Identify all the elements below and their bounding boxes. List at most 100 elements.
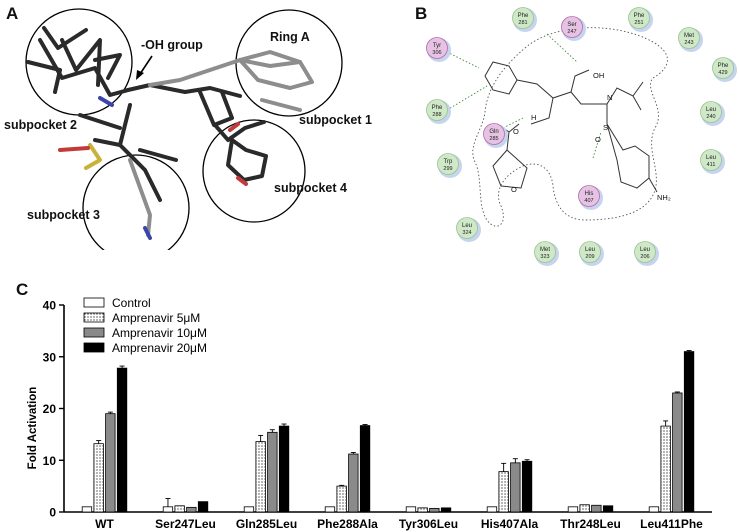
residue-his-407: His407 bbox=[578, 185, 603, 210]
bar-leu411phe-series-2 bbox=[672, 392, 683, 513]
svg-text:Gln: Gln bbox=[489, 129, 498, 135]
svg-text:Leu: Leu bbox=[640, 247, 650, 253]
bar-leu411phe-series-3 bbox=[683, 351, 695, 513]
atom-h: H bbox=[531, 113, 536, 122]
subpocket3-circle bbox=[82, 154, 190, 250]
svg-text:Met: Met bbox=[540, 247, 550, 253]
subpocket4-label: subpocket 4 bbox=[274, 181, 347, 195]
bar-his407ala-series-2 bbox=[510, 462, 521, 513]
svg-text:Tyr: Tyr bbox=[433, 43, 441, 49]
bar-wt-series-1 bbox=[93, 443, 104, 513]
svg-text:281: 281 bbox=[518, 20, 527, 26]
bar-ser247leu-series-2 bbox=[186, 506, 197, 513]
subpocket2-label: subpocket 2 bbox=[4, 118, 77, 132]
bar-ser247leu-series-0 bbox=[162, 506, 174, 513]
svg-text:240: 240 bbox=[706, 114, 715, 120]
svg-text:429: 429 bbox=[718, 70, 727, 76]
svg-text:251: 251 bbox=[634, 20, 643, 26]
residue-gln-285: Gln285 bbox=[483, 123, 508, 148]
panel-a: A bbox=[0, 0, 400, 250]
bar-gln285leu-series-0 bbox=[243, 506, 255, 513]
residue-tyr-306: Tyr306 bbox=[426, 37, 451, 62]
bar-wt-series-2 bbox=[105, 413, 116, 513]
bar-wt-series-3 bbox=[116, 367, 128, 513]
bar-thr248leu-series-3 bbox=[602, 505, 614, 513]
bar-leu411phe-series-1 bbox=[660, 425, 671, 513]
svg-text:Leu: Leu bbox=[585, 247, 595, 253]
panel-c-letter: C bbox=[16, 280, 29, 299]
x-tick-label: Ser247Leu bbox=[155, 517, 216, 531]
svg-text:Leu: Leu bbox=[462, 223, 472, 229]
x-tick-label: Phe288Ala bbox=[317, 517, 378, 531]
stick-model bbox=[26, 26, 314, 240]
atom-s: S bbox=[603, 123, 608, 132]
bar-his407ala-series-1 bbox=[498, 471, 509, 513]
y-tick-label: 0 bbox=[49, 506, 56, 520]
oh-arrow bbox=[139, 55, 153, 75]
y-tick-label: 40 bbox=[43, 299, 57, 313]
x-tick-label: Thr248Leu bbox=[560, 517, 621, 531]
residue-phe-288: Phe288 bbox=[426, 99, 451, 124]
svg-text:Leu: Leu bbox=[706, 107, 716, 113]
bar-phe288ala-series-1 bbox=[336, 485, 347, 513]
svg-text:Ser: Ser bbox=[567, 22, 576, 28]
panel-a-molecule-figure bbox=[25, 8, 343, 250]
bar-thr248leu-series-1 bbox=[579, 504, 590, 513]
svg-text:323: 323 bbox=[540, 254, 549, 260]
subpocket1-label: subpocket 1 bbox=[299, 113, 372, 127]
bar-tyr306leu-series-2 bbox=[429, 507, 440, 513]
atom-labels: OH N H O O S O NH₂ bbox=[511, 71, 671, 202]
bar-tyr306leu-series-3 bbox=[440, 507, 452, 513]
x-tick-label: WT bbox=[95, 517, 114, 531]
residue-leu-411: Leu411 bbox=[700, 149, 725, 174]
bar-phe288ala-series-3 bbox=[359, 425, 371, 513]
svg-text:243: 243 bbox=[684, 40, 693, 46]
atom-nh2: NH₂ bbox=[657, 193, 671, 202]
svg-text:Met: Met bbox=[684, 33, 694, 39]
x-tick-label: Gln285Leu bbox=[236, 517, 297, 531]
svg-text:Leu: Leu bbox=[706, 155, 716, 161]
bar-gln285leu-series-2 bbox=[267, 431, 278, 513]
svg-text:285: 285 bbox=[489, 136, 498, 142]
svg-text:Trp: Trp bbox=[444, 159, 453, 165]
svg-text:306: 306 bbox=[432, 50, 441, 56]
svg-text:247: 247 bbox=[567, 29, 576, 35]
panel-b: B OH N H bbox=[405, 0, 739, 270]
svg-text:Phe: Phe bbox=[634, 13, 645, 19]
ring-a-label: Ring A bbox=[270, 30, 310, 44]
svg-text:His: His bbox=[585, 191, 594, 197]
bar-gln285leu-series-1 bbox=[255, 441, 266, 513]
svg-text:Phe: Phe bbox=[718, 63, 729, 69]
atom-o3: O bbox=[595, 135, 601, 144]
x-tick-label: Tyr306Leu bbox=[399, 517, 458, 531]
svg-text:299: 299 bbox=[443, 166, 452, 172]
panel-a-letter: A bbox=[6, 4, 19, 23]
x-tick-label: Leu411Phe bbox=[640, 517, 703, 531]
bar-tyr306leu-series-1 bbox=[417, 507, 428, 513]
interaction-lines bbox=[446, 33, 602, 159]
atom-o1: O bbox=[513, 127, 519, 136]
residue-ser-247: Ser247 bbox=[561, 16, 586, 41]
svg-text:209: 209 bbox=[585, 254, 594, 260]
bar-thr248leu-series-0 bbox=[567, 506, 579, 513]
x-tick-label: His407Ala bbox=[481, 517, 539, 531]
bar-gln285leu-series-3 bbox=[278, 425, 290, 513]
svg-text:Phe: Phe bbox=[518, 13, 529, 19]
ligand-skeleton bbox=[484, 61, 658, 193]
bar-ser247leu-series-1 bbox=[174, 505, 185, 513]
oh-arrowhead bbox=[136, 70, 144, 80]
bar-phe288ala-series-2 bbox=[348, 453, 359, 513]
legend-label-3: Amprenavir 20μM bbox=[112, 341, 207, 355]
y-tick-label: 10 bbox=[43, 454, 57, 468]
legend-label-2: Amprenavir 10μM bbox=[112, 326, 207, 340]
